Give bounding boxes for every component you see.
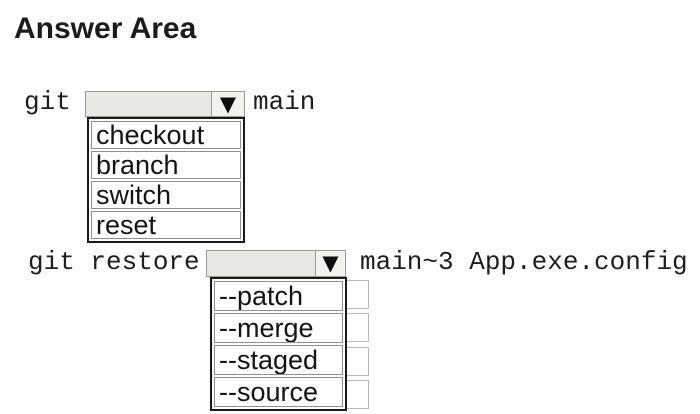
empty-cell: [345, 380, 369, 409]
dropdown-arrow-button-2[interactable]: ▼: [315, 251, 345, 276]
git-command-suffix-2: main~3 App.exe.config: [360, 247, 688, 277]
dropdown-arrow-icon: ▼: [322, 251, 339, 275]
option-branch[interactable]: branch: [91, 151, 241, 179]
option-source[interactable]: --source: [214, 377, 343, 407]
empty-cell: [345, 347, 369, 376]
empty-cell: [345, 313, 369, 342]
restore-flag-select-value: [207, 251, 315, 276]
page-title: Answer Area: [14, 12, 197, 45]
git-command-prefix-2: git restore: [28, 247, 200, 277]
git-subcommand-options-list: checkout branch switch reset: [87, 117, 245, 243]
option-patch[interactable]: --patch: [214, 281, 343, 311]
git-subcommand-select-value: [86, 92, 211, 116]
restore-flag-options-list: --patch --merge --staged --source: [210, 277, 347, 411]
option-checkout[interactable]: checkout: [91, 121, 241, 149]
option-switch[interactable]: switch: [91, 181, 241, 209]
option-staged[interactable]: --staged: [214, 345, 343, 375]
git-subcommand-select[interactable]: ▼: [85, 91, 245, 117]
dropdown-arrow-button-1[interactable]: ▼: [211, 92, 244, 116]
restore-flag-select[interactable]: ▼: [206, 250, 346, 277]
option-merge[interactable]: --merge: [214, 313, 343, 343]
empty-cell: [345, 280, 369, 309]
git-command-prefix-1: git: [24, 87, 71, 117]
dropdown-arrow-icon: ▼: [219, 91, 237, 116]
option-reset[interactable]: reset: [91, 211, 241, 239]
git-command-suffix-1: main: [253, 87, 316, 117]
